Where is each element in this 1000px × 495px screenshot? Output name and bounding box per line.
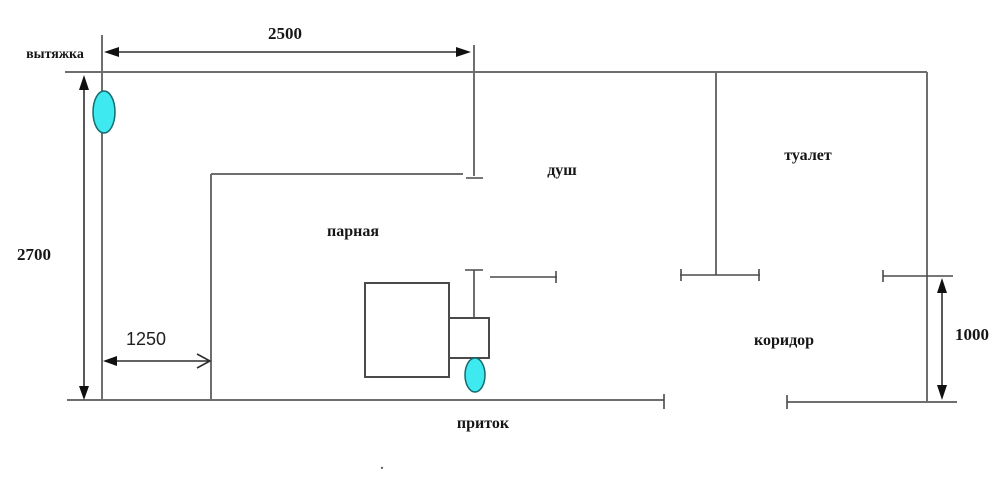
room-label-tualet: туалет [784, 147, 832, 164]
stray-dot-mark: . [380, 458, 384, 473]
dim-1000-arrow-down [937, 385, 947, 400]
room-label-koridor: коридор [754, 332, 814, 349]
stove-firebox [448, 317, 490, 359]
dim-1000-arrow-up [937, 278, 947, 293]
stove-body [364, 282, 450, 378]
dimension-lines [79, 47, 947, 400]
dim-2500-value: 2500 [268, 24, 302, 43]
room-label-dush: душ [547, 162, 577, 179]
dim-2500-arrow-right [456, 47, 471, 57]
dim-2700-arrow-up [79, 75, 89, 90]
dim-1250-arrow-left [103, 356, 117, 366]
walls [65, 35, 957, 409]
dim-2500-arrow-left [104, 47, 119, 57]
room-label-parnaya: парная [327, 223, 379, 240]
labels: вытяжка 2500 2700 1250 1000 душ туалет п… [17, 24, 989, 473]
dim-1250-value: 1250 [126, 329, 166, 349]
stove [364, 269, 490, 378]
exhaust-vent-ellipse [92, 90, 116, 134]
dim-1250-arrow-right-open [196, 353, 212, 369]
supply-vent-ellipse [464, 357, 486, 393]
exhaust-vent-label: вытяжка [26, 47, 84, 62]
dim-2700-arrow-down [79, 386, 89, 400]
dim-1000-value: 1000 [955, 325, 989, 344]
supply-vent-label: приток [457, 415, 510, 432]
dim-2700-value: 2700 [17, 245, 51, 264]
vents [92, 90, 486, 393]
